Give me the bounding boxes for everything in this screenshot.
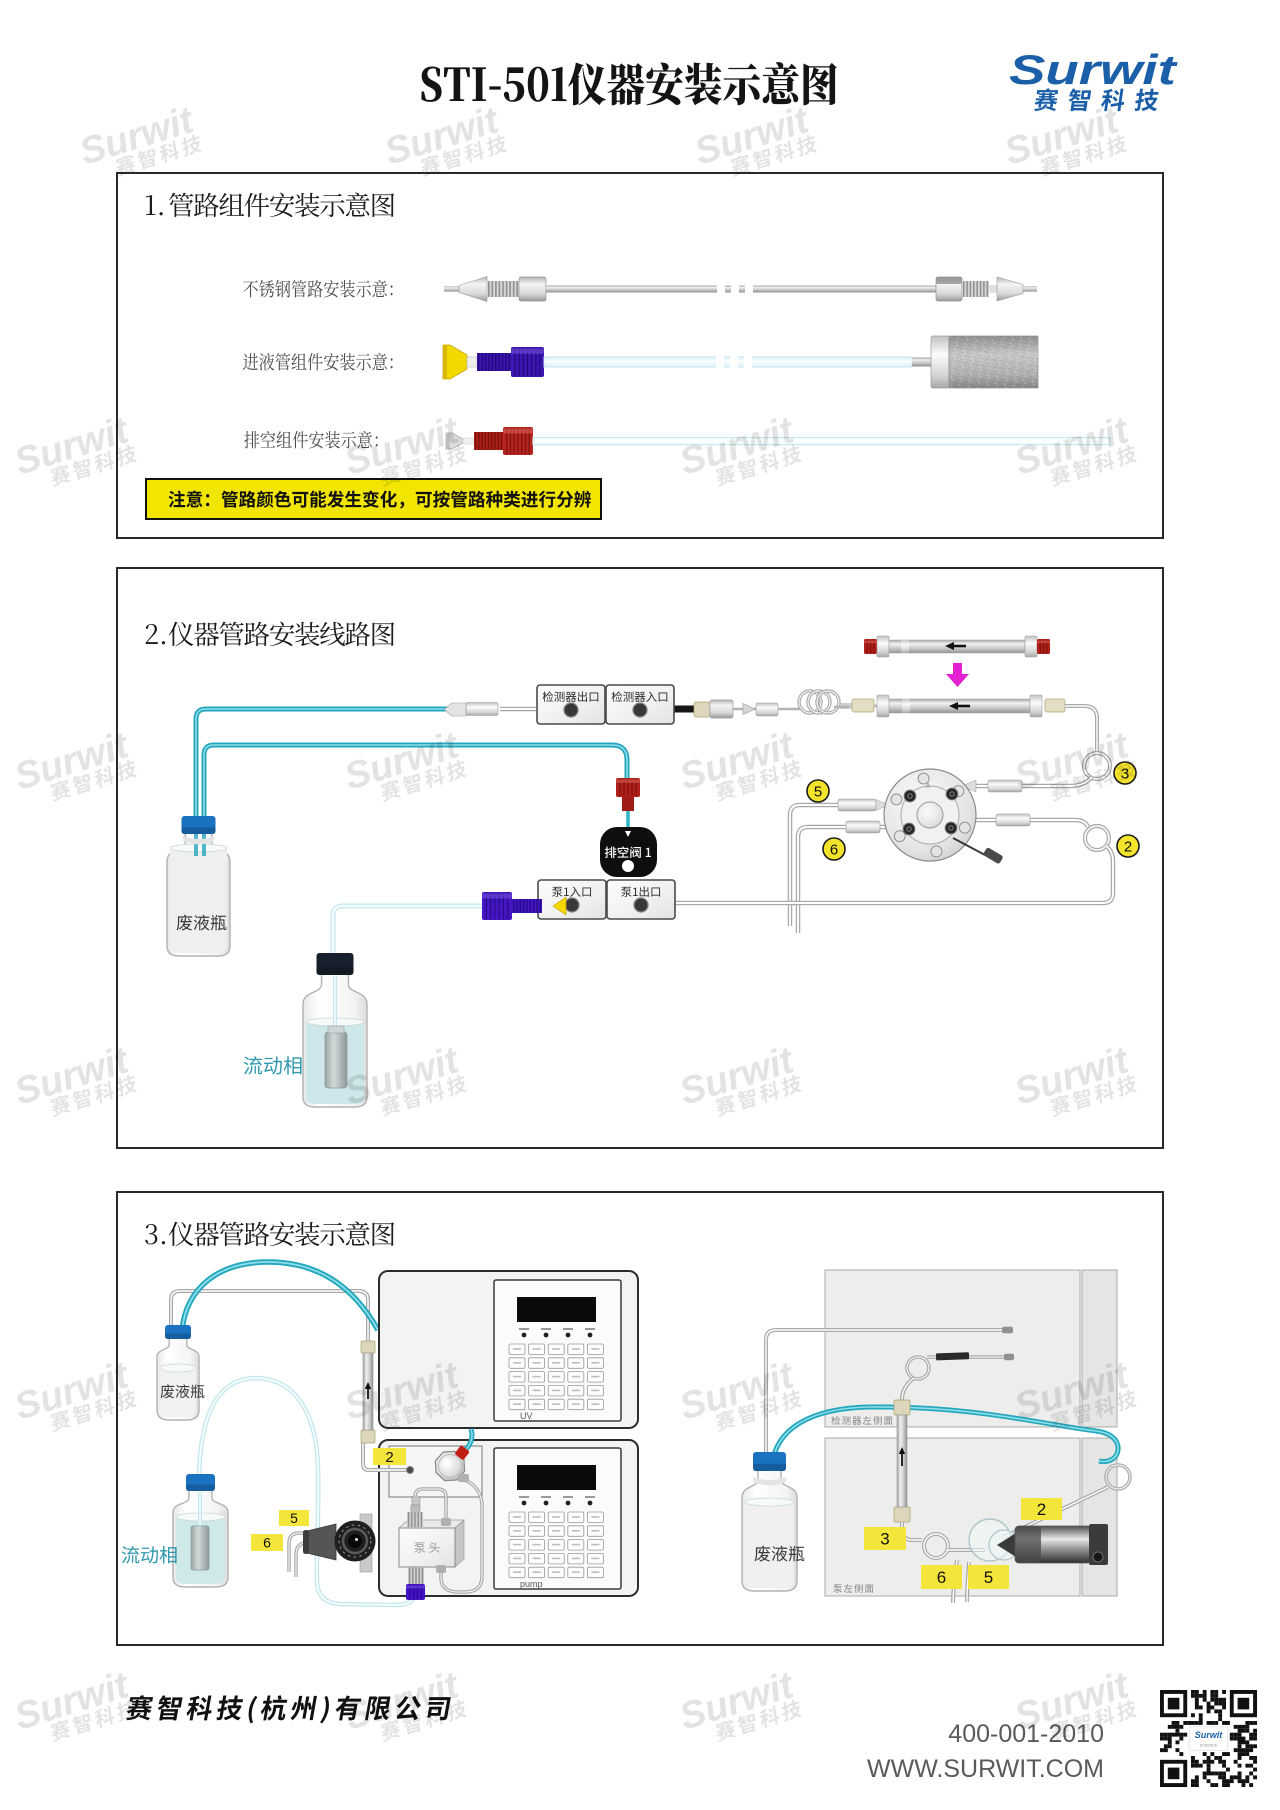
svg-text:A: A: [926, 783, 931, 790]
svg-text:2: 2: [1037, 1500, 1046, 1519]
svg-text:3: 3: [1121, 766, 1129, 783]
svg-text:6: 6: [263, 1535, 271, 1551]
svg-text:Surwit: Surwit: [1195, 1730, 1224, 1740]
svg-text:2: 2: [1124, 839, 1132, 856]
svg-text:Surwit: Surwit: [1009, 47, 1178, 94]
svg-text:SCIENCE: SCIENCE: [1200, 1743, 1218, 1748]
svg-text:5: 5: [814, 784, 822, 801]
svg-text:3: 3: [880, 1530, 889, 1549]
svg-text:5: 5: [290, 1510, 298, 1526]
svg-text:6: 6: [830, 842, 838, 859]
svg-text:WWW.SURWIT.COM: WWW.SURWIT.COM: [867, 1755, 1104, 1783]
svg-text:UV: UV: [520, 1411, 533, 1421]
svg-text:5: 5: [984, 1568, 993, 1587]
svg-text:pump: pump: [520, 1579, 543, 1589]
svg-text:6: 6: [937, 1568, 946, 1587]
svg-text:2: 2: [385, 1449, 393, 1466]
